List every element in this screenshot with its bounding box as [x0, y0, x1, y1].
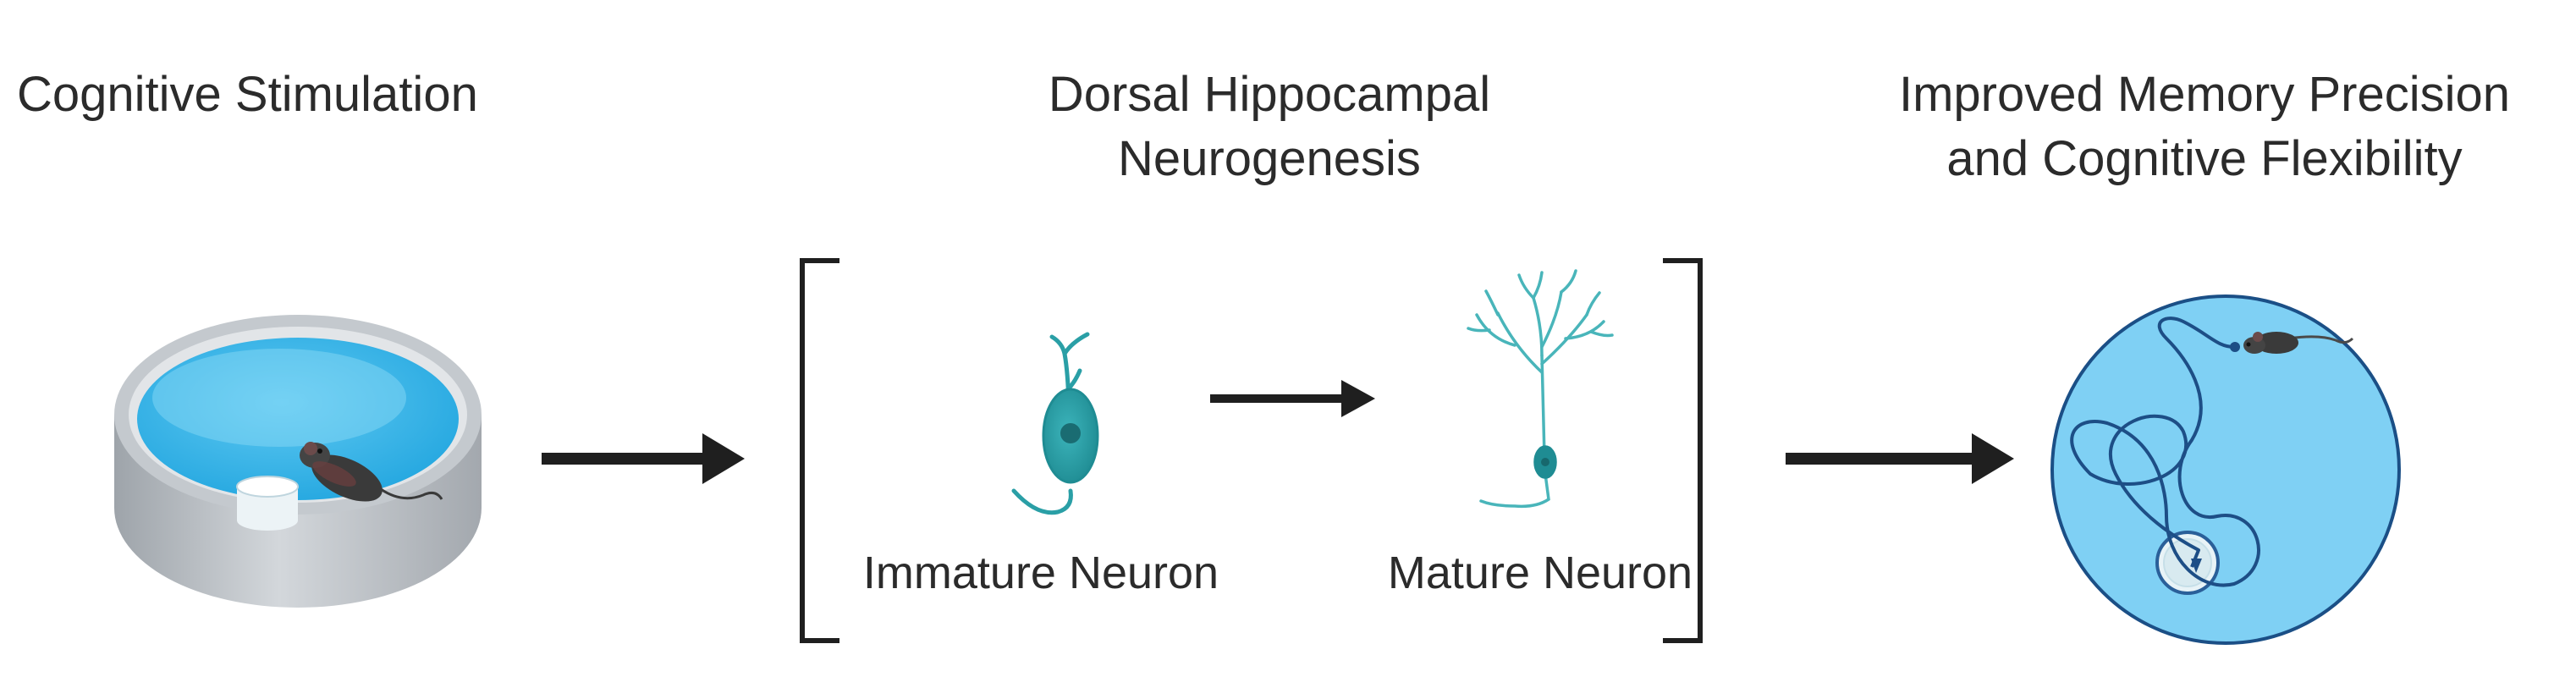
immature-neuron-label: Immature Neuron	[862, 548, 1219, 598]
mouse-icon	[2243, 332, 2354, 354]
swimming-mouse-icon	[300, 442, 443, 502]
arrow-stimulation-to-neurogenesis	[542, 433, 745, 484]
title-line: Improved Memory Precision	[1899, 67, 2510, 122]
title-line: and Cognitive Flexibility	[1946, 131, 2463, 186]
title-line: Cognitive Stimulation	[17, 67, 478, 122]
arrow-immature-to-mature	[1210, 380, 1375, 417]
title-line: Neurogenesis	[1118, 131, 1421, 186]
swim-path	[2070, 316, 2260, 587]
mature-neuron-icon	[1467, 269, 1614, 509]
cognitive-stimulation-title: Cognitive Stimulation	[17, 63, 559, 127]
immature-neuron-icon	[1011, 332, 1099, 515]
arrow-neurogenesis-to-outcome	[1786, 433, 2014, 484]
neurogenesis-bracket	[800, 258, 1703, 643]
maze-arena-top-view	[2050, 294, 2401, 645]
outcome-title: Improved Memory Precision and Cognitive …	[1845, 63, 2564, 191]
water-maze-pool	[114, 315, 482, 608]
title-line: Dorsal Hippocampal	[1048, 67, 1491, 122]
neurogenesis-title: Dorsal Hippocampal Neurogenesis	[922, 63, 1616, 191]
pool-water	[137, 338, 459, 500]
mature-neuron-label: Mature Neuron	[1387, 548, 1693, 598]
escape-platform	[236, 476, 299, 531]
